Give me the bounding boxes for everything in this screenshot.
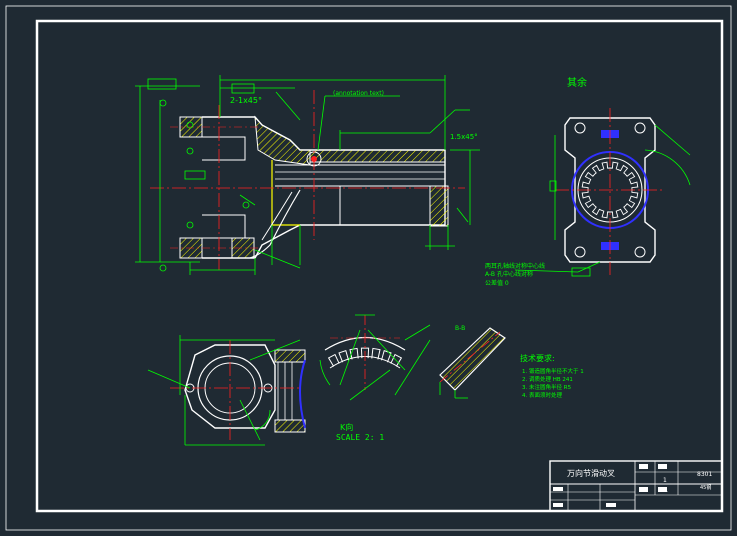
requirements-title: 技术要求: bbox=[520, 353, 555, 363]
k-view-tooth bbox=[338, 349, 349, 363]
title-quantity: 1 bbox=[663, 477, 667, 484]
main-top-note: (annotation text) bbox=[333, 90, 384, 97]
k-view-tooth bbox=[327, 353, 340, 367]
flange-view bbox=[147, 335, 306, 446]
requirement-item-1: 1. 锻造圆角半径不大于 1 bbox=[522, 367, 584, 375]
detail-label: K向 bbox=[340, 422, 353, 432]
right-view-note-1: 两耳孔轴线对称中心线 bbox=[485, 262, 545, 270]
requirement-item-2: 2. 调质处理 HB 241 bbox=[522, 375, 573, 383]
k-view-detail bbox=[319, 314, 431, 401]
chamfer-label-left: 2-1x45° bbox=[230, 96, 262, 105]
title-scale: 1:1 bbox=[660, 488, 668, 494]
k-view-tooth bbox=[360, 347, 370, 359]
outer-border bbox=[5, 5, 732, 531]
right-view-label: 其余 bbox=[567, 76, 587, 89]
right-view bbox=[514, 108, 691, 277]
section-bb bbox=[439, 327, 506, 399]
drawing-frame bbox=[35, 19, 724, 513]
k-view-tooth bbox=[390, 353, 403, 367]
section-label: B-B bbox=[455, 325, 465, 332]
requirement-item-3: 3. 未注圆角半径 R5 bbox=[522, 383, 572, 391]
title-part-name: 万向节滑动叉 bbox=[567, 468, 615, 478]
main-view-dimensions bbox=[135, 75, 480, 275]
title-material: 45钢 bbox=[700, 484, 711, 491]
title-drawing-no: 8301 bbox=[697, 471, 712, 478]
chamfer-label-right: 1.5x45° bbox=[450, 133, 478, 141]
right-view-note-2: A-B 孔中心线对称 bbox=[485, 270, 533, 278]
right-view-note-3: 公差值 0 bbox=[485, 279, 509, 287]
k-view-tooth bbox=[371, 347, 381, 360]
detail-scale: SCALE 2: 1 bbox=[336, 433, 384, 442]
requirement-item-4: 4. 表面须时处理 bbox=[522, 391, 562, 399]
title-block bbox=[549, 460, 723, 512]
main-view bbox=[150, 90, 465, 270]
